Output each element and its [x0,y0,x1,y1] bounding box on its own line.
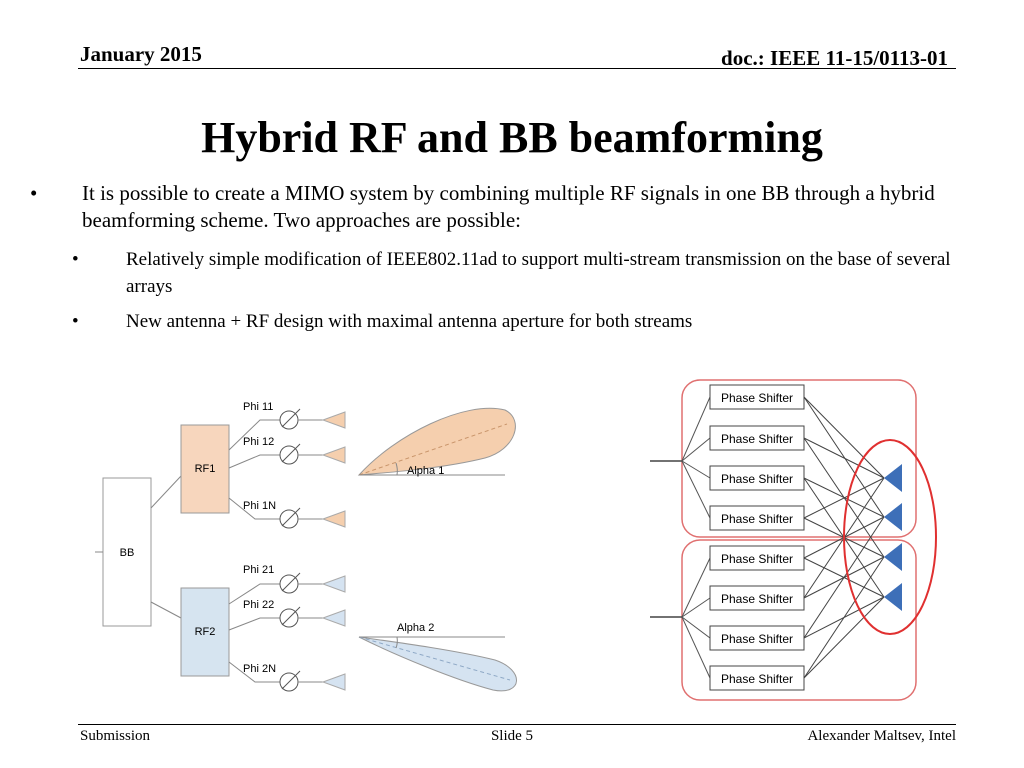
svg-text:Phase Shifter: Phase Shifter [721,672,793,686]
rf2-branch-n [228,661,280,683]
antenna-11 [321,411,346,429]
rf1-branch-1 [228,419,280,451]
beam-axis-1 [358,423,508,476]
phase-shifter-12 [279,443,323,465]
antenna-12 [321,446,346,464]
phase-shifter-1n [279,507,323,529]
rf2-branch-2 [228,617,280,631]
header-rule [78,68,956,69]
antenna-2n [321,673,346,691]
antenna-highlight-ellipse [843,439,937,635]
bullet-sub-1-text: Relatively simple modification of IEEE80… [126,249,951,297]
bb-block [102,477,152,627]
antenna-element-3 [884,543,902,571]
beam-lobe-2 [358,636,517,692]
rf2-label: RF2 [195,626,216,638]
phase-label-22: Phi 22 [243,599,274,611]
phase-shifter-box-8: Phase Shifter [709,665,805,691]
rf1-branch-2 [228,454,280,469]
rf2-block [180,587,230,677]
group-1-fanout [681,396,711,519]
phase-label-2n: Phi 2N [243,663,276,675]
bullet-sub-2: • New antenna + RF design with maximal a… [72,308,992,335]
antenna-element-1 [884,464,902,492]
antenna-element-4 [884,583,902,611]
alpha-1-label: Alpha 1 [407,465,444,477]
phase-shifter-array-diagram: Phase Shifter Phase Shifter Phase Shifte… [650,379,937,701]
footer-rule [78,724,956,725]
phase-shifter-box-3: Phase Shifter [709,465,805,491]
alpha-arc-2 [395,636,398,649]
rf1-label: RF1 [195,463,216,475]
phase-shifter-22 [279,606,323,628]
phase-shifter-11 [279,408,323,430]
phase-shifter-box-2: Phase Shifter [709,425,805,451]
bullet-sub-2-text: New antenna + RF design with maximal ant… [126,311,693,332]
hybrid-beamforming-diagram: BB RF1 RF2 Phi 11 Phi 12 Phi 1N Phi 21 P… [95,401,517,692]
phase-shifter-2n [279,670,323,692]
footer-submission: Submission [80,728,151,744]
svg-text:Phase Shifter: Phase Shifter [721,432,793,446]
svg-text:Phase Shifter: Phase Shifter [721,391,793,405]
phase-shifter-box-4: Phase Shifter [709,505,805,531]
phase-label-12: Phi 12 [243,436,274,448]
bb-rf2-link [150,601,182,619]
phase-shifter-box-1: Phase Shifter [709,384,805,410]
bullet-marker: • [72,311,79,332]
bullet-main-text: It is possible to create a MIMO system b… [82,181,935,232]
bullet-marker: • [30,181,38,205]
svg-text:Phase Shifter: Phase Shifter [721,512,793,526]
rf1-branch-n [228,497,280,520]
phase-shifter-box-6: Phase Shifter [709,585,805,611]
slide-title: Hybrid RF and BB beamforming [201,113,823,162]
phase-label-21: Phi 21 [243,564,274,576]
beam-lobe-1 [357,407,516,476]
antenna-1n [321,510,346,528]
antenna-21 [321,575,346,593]
alpha-arc-1 [395,462,398,476]
bb-rf1-link [150,475,182,509]
phase-label-11: Phi 11 [243,401,273,413]
alpha-2-label: Alpha 2 [397,622,434,634]
header-doc-id: doc.: IEEE 11-15/0113-01 [721,46,948,70]
phase-shifter-21 [279,572,323,594]
group-2-fanout [681,557,711,679]
antenna-element-2 [884,503,902,531]
svg-text:Phase Shifter: Phase Shifter [721,632,793,646]
rf2-branch-1 [228,583,280,605]
bullet-main: • It is possible to create a MIMO system… [30,180,970,234]
phase-label-1n: Phi 1N [243,500,276,512]
beam-axis-2 [358,636,511,681]
array-group-2 [681,539,917,701]
rf1-block [180,424,230,514]
svg-text:Phase Shifter: Phase Shifter [721,592,793,606]
phase-shifter-box-7: Phase Shifter [709,625,805,651]
phase-shifter-box-5: Phase Shifter [709,545,805,571]
footer-slide-number: Slide 5 [490,728,534,744]
header-date: January 2015 [80,42,202,66]
bullet-sub-1: • Relatively simple modification of IEEE… [72,246,992,300]
antenna-22 [321,609,346,627]
svg-text:Phase Shifter: Phase Shifter [721,552,793,566]
footer-author: Alexander Maltsev, Intel [807,728,956,744]
bb-label: BB [120,547,135,559]
svg-text:Phase Shifter: Phase Shifter [721,472,793,486]
bullet-marker: • [72,249,79,270]
